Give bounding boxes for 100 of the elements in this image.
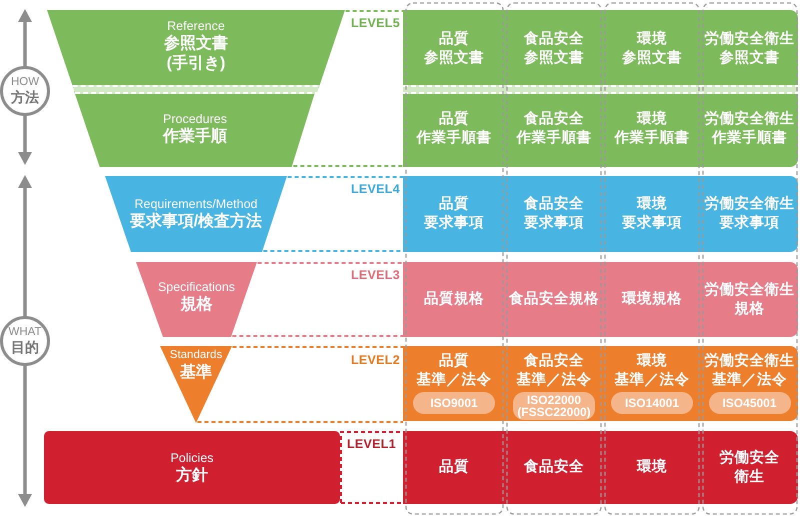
matrix-cell — [403, 176, 505, 252]
connector-line — [232, 335, 403, 337]
segment-title: 作業手順 — [162, 127, 227, 147]
cell-text: 参照文書 — [424, 49, 484, 68]
segment-title: 規格 — [180, 295, 212, 315]
cell-text: 品質 — [439, 30, 469, 49]
segment-title: 基準 — [180, 363, 212, 383]
level-label: LEVEL4 — [350, 181, 400, 197]
segment-caption: Specifications — [158, 279, 236, 295]
matrix-cell — [505, 176, 603, 252]
matrix-cell — [701, 262, 798, 337]
policy-bar — [44, 431, 340, 504]
connector-line — [232, 346, 403, 348]
cell-text: 環境 — [637, 195, 667, 214]
circle-label: 方法 — [11, 89, 39, 106]
matrix-cell — [603, 10, 701, 88]
cell-text: 食品安全規格 — [509, 290, 599, 309]
matrix-cell — [701, 431, 798, 504]
matrix-cell — [505, 431, 603, 504]
cell-text: 基準／法令 — [516, 371, 592, 390]
level-label: LEVEL5 — [350, 15, 400, 31]
cell-text: 労働安全衛生 — [718, 448, 780, 486]
cell-text: 品質 — [439, 110, 469, 129]
matrix-cell — [603, 91, 701, 167]
standard-tag: ISO45001 — [708, 392, 790, 414]
connector-line — [258, 262, 403, 264]
matrix-cell — [403, 262, 505, 337]
cell-text: 環境 — [637, 110, 667, 129]
cell-text: 作業手順書 — [614, 129, 690, 148]
segment-caption: Requirements/Method — [134, 196, 258, 212]
matrix-cell — [403, 91, 505, 167]
matrix-cell — [701, 176, 798, 252]
matrix-cell — [603, 262, 701, 337]
level-label: LEVEL3 — [350, 267, 400, 283]
cell-text: 基準／法令 — [416, 371, 492, 390]
matrix-cell — [505, 10, 603, 88]
cell-text: 食品安全 — [524, 458, 584, 477]
matrix-cell — [701, 10, 798, 88]
matrix-cell — [603, 346, 701, 421]
scope-circle — [0, 66, 50, 116]
cell-text: 基準／法令 — [712, 371, 787, 390]
connector-line — [197, 421, 403, 423]
matrix-cell — [603, 431, 701, 504]
connector-line — [293, 165, 403, 167]
connector-line — [346, 10, 403, 12]
cell-text: 規格 — [734, 300, 764, 318]
cell-text: 要求事項 — [524, 214, 584, 233]
cell-text: 労働安全衛生 — [704, 352, 794, 371]
cell-text: 環境規格 — [622, 290, 682, 309]
cell-text: 参照文書 — [622, 49, 682, 68]
circle-label: 目的 — [11, 339, 39, 356]
segment-caption: Standards — [170, 348, 222, 363]
cell-text: 労働安全衛生 — [704, 280, 794, 300]
cell-text: 環境 — [637, 30, 667, 49]
circle-label: WHAT — [8, 326, 42, 339]
matrix-cell — [505, 262, 603, 337]
matrix-cell — [505, 91, 603, 167]
cell-text: 労働安全衛生 — [704, 110, 794, 129]
cell-text: 基準／法令 — [614, 371, 690, 390]
matrix-cell — [403, 10, 505, 88]
cell-text: 参照文書 — [524, 49, 584, 68]
cell-text: 要求事項 — [424, 214, 484, 233]
cell-text: 要求事項 — [720, 214, 780, 233]
cell-text: 品質規格 — [424, 290, 484, 309]
standard-tag: ISO9001 — [413, 392, 495, 414]
level-label: LEVEL2 — [350, 352, 400, 368]
standard-tag: ISO22000 (FSSC22000) — [513, 392, 595, 420]
cell-text: 品質 — [439, 195, 469, 214]
matrix-cell — [701, 346, 798, 421]
cell-text: 食品安全 — [524, 195, 584, 214]
cell-text: 労働安全衛生 — [704, 195, 794, 214]
segment-caption: Procedures — [163, 111, 227, 127]
cell-text: 食品安全 — [524, 352, 584, 371]
matrix-cell — [505, 346, 603, 421]
connector-line — [341, 502, 403, 504]
cell-text: 労働安全衛生 — [704, 30, 794, 49]
level-label: LEVEL1 — [346, 436, 396, 452]
connector-line — [263, 250, 403, 252]
cell-text: 作業手順書 — [712, 129, 787, 148]
cell-text: 品質 — [439, 458, 469, 477]
circle-label: HOW — [10, 76, 40, 89]
segment-caption: Reference — [167, 18, 225, 34]
segment-title: 方針 — [176, 466, 208, 486]
segment-title: 参照文書(手引き) — [163, 34, 229, 74]
matrix-cell — [403, 346, 505, 421]
matrix-cell — [403, 431, 505, 504]
cell-text: 参照文書 — [720, 49, 780, 68]
scope-circle — [0, 316, 50, 366]
cell-text: 作業手順書 — [416, 129, 492, 148]
matrix-cell — [603, 176, 701, 252]
connector-line — [340, 431, 403, 503]
matrix-cell — [701, 91, 798, 167]
cell-text: 食品安全 — [524, 110, 584, 129]
cell-text: 品質 — [439, 352, 469, 371]
cell-text: 作業手順書 — [516, 129, 592, 148]
connector-line — [288, 176, 403, 178]
cell-text: 環境 — [637, 352, 667, 371]
cell-text: 環境 — [637, 458, 667, 477]
standard-tag: ISO14001 — [611, 392, 693, 414]
cell-text: 食品安全 — [524, 30, 584, 49]
